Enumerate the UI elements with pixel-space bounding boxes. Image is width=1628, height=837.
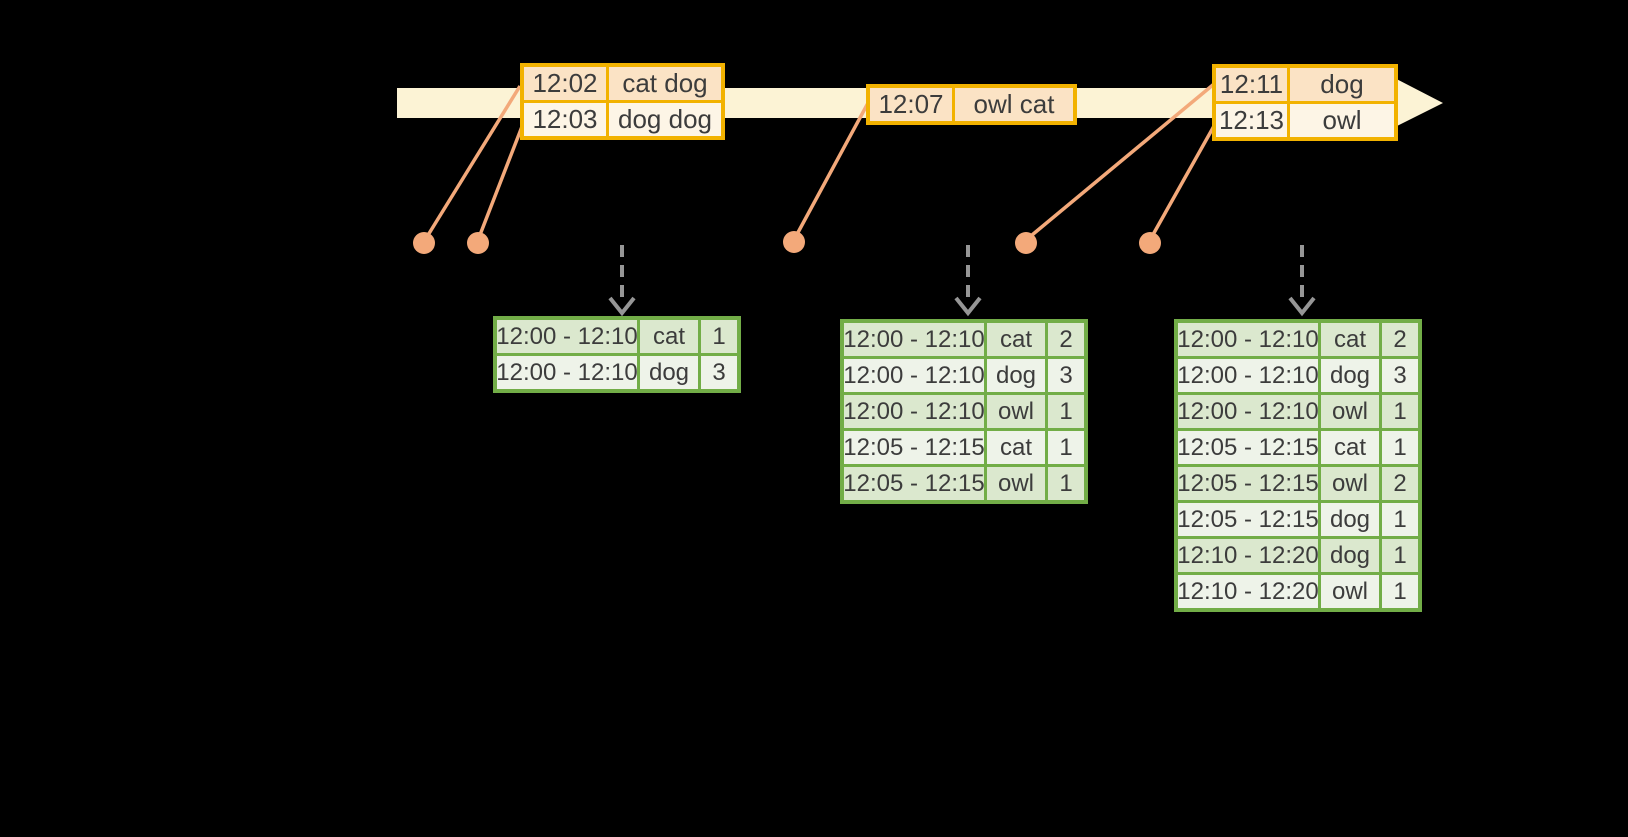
event-dot [1139, 232, 1161, 254]
event-cell-words: owl cat [955, 88, 1073, 121]
result-cell-word: cat [1321, 431, 1379, 464]
result-cell-word: cat [987, 323, 1045, 356]
result-cell-word: owl [987, 467, 1045, 500]
event-dot [1015, 232, 1037, 254]
result-cell-window: 12:00 - 12:10 [843, 323, 985, 356]
result-cell-word: dog [1321, 539, 1379, 572]
result-cell-word: cat [987, 431, 1045, 464]
event-connector-line [1148, 125, 1216, 241]
result-cell-count: 2 [1382, 323, 1418, 356]
event-cell-words: dog [1290, 68, 1394, 101]
result-cell-word: dog [1321, 503, 1379, 536]
result-cell-window: 12:00 - 12:10 [843, 359, 985, 392]
event-connector-line [793, 102, 870, 239]
result-cell-count: 1 [1382, 539, 1418, 572]
event-dot [783, 231, 805, 253]
event-cell-words: cat dog [609, 67, 721, 100]
event-cell-time: 12:11 [1216, 68, 1287, 101]
result-cell-word: owl [1321, 575, 1379, 608]
result-cell-count: 1 [1048, 395, 1084, 428]
result-cell-count: 3 [1048, 359, 1084, 392]
result-cell-word: owl [1321, 467, 1379, 500]
event-dot [467, 232, 489, 254]
trigger-arrowhead-icon [1288, 296, 1316, 317]
result-cell-window: 12:00 - 12:10 [843, 395, 985, 428]
result-cell-window: 12:00 - 12:10 [1177, 323, 1319, 356]
result-cell-count: 1 [1382, 575, 1418, 608]
result-cell-count: 1 [1382, 395, 1418, 428]
result-cell-count: 3 [1382, 359, 1418, 392]
result-cell-count: 2 [1048, 323, 1084, 356]
result-cell-count: 1 [1048, 467, 1084, 500]
result-cell-word: dog [987, 359, 1045, 392]
result-cell-window: 12:05 - 12:15 [1177, 467, 1319, 500]
event-connector-line [476, 123, 525, 241]
event-connector-line [1024, 82, 1216, 242]
result-cell-window: 12:00 - 12:10 [1177, 359, 1319, 392]
result-cell-word: owl [987, 395, 1045, 428]
event-dots-layer [413, 231, 1161, 254]
result-cell-count: 1 [1048, 431, 1084, 464]
result-cell-count: 2 [1382, 467, 1418, 500]
result-cell-window: 12:00 - 12:10 [1177, 395, 1319, 428]
result-cell-window: 12:05 - 12:15 [1177, 503, 1319, 536]
result-cell-window: 12:10 - 12:20 [1177, 539, 1319, 572]
result-cell-window: 12:05 - 12:15 [843, 467, 985, 500]
event-cell-time: 12:03 [524, 103, 606, 136]
event-cell-words: owl [1290, 104, 1394, 137]
result-cell-window: 12:05 - 12:15 [843, 431, 985, 464]
event-dot [413, 232, 435, 254]
trigger-arrowhead-icon [608, 296, 636, 317]
trigger-arrows-layer [608, 245, 1316, 317]
result-cell-window: 12:00 - 12:10 [496, 356, 638, 389]
event-cell-words: dog dog [609, 103, 721, 136]
result-cell-word: cat [1321, 323, 1379, 356]
result-cell-count: 1 [1382, 503, 1418, 536]
event-connector-line [423, 85, 522, 241]
result-cell-word: dog [640, 356, 698, 389]
trigger-arrowhead-icon [954, 296, 982, 317]
result-cell-word: owl [1321, 395, 1379, 428]
result-cell-word: dog [1321, 359, 1379, 392]
result-cell-word: cat [640, 320, 698, 353]
result-cell-window: 12:00 - 12:10 [496, 320, 638, 353]
result-cell-count: 3 [701, 356, 737, 389]
event-cell-time: 12:07 [870, 88, 952, 121]
event-cell-time: 12:13 [1216, 104, 1287, 137]
result-cell-count: 1 [1382, 431, 1418, 464]
timeline-arrowhead-icon [1385, 73, 1443, 132]
result-cell-window: 12:10 - 12:20 [1177, 575, 1319, 608]
event-cell-time: 12:02 [524, 67, 606, 100]
result-cell-window: 12:05 - 12:15 [1177, 431, 1319, 464]
connector-lines-layer [423, 82, 1216, 242]
result-cell-count: 1 [701, 320, 737, 353]
